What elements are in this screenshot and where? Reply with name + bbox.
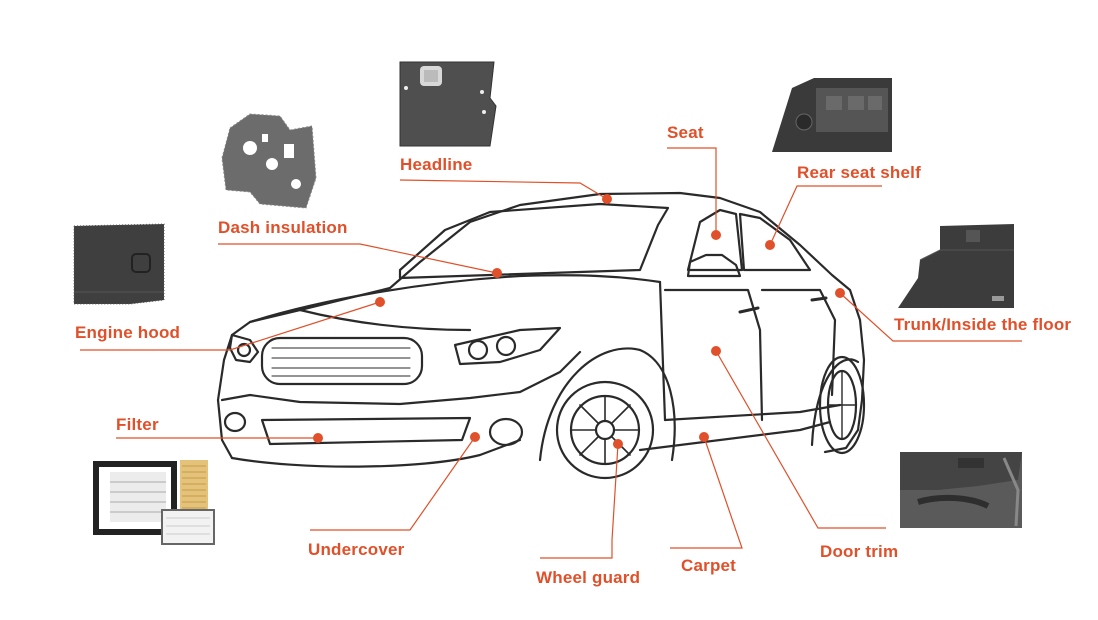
callout-line-dash-insulation	[218, 243, 498, 274]
label-trunk-floor: Trunk/Inside the floor	[894, 315, 1072, 334]
label-dash-insulation: Dash insulation	[218, 218, 348, 237]
lower-intake	[260, 416, 472, 446]
front-wheel	[555, 380, 655, 480]
callout-line-carpet	[670, 436, 743, 549]
label-wheel-guard: Wheel guard	[536, 568, 641, 587]
label-filter: Filter	[116, 415, 159, 434]
front-bumper	[220, 350, 582, 406]
front-side-window	[686, 208, 744, 272]
front-grille	[260, 336, 424, 386]
air-filter-part-image	[93, 460, 215, 545]
callout-line-door-trim	[715, 350, 886, 529]
dot-headline	[602, 194, 612, 204]
door-trim-part-image	[900, 452, 1022, 528]
headliner-part-image	[399, 61, 497, 147]
callout-line-seat	[667, 147, 717, 235]
callout-dots	[313, 194, 845, 449]
dot-trunk-floor	[835, 288, 845, 298]
front-wheel-arch	[538, 347, 676, 462]
side-mirror	[686, 253, 742, 278]
right-headlight	[453, 326, 562, 366]
callout-line-undercover	[310, 436, 476, 531]
left-headlight	[228, 333, 260, 364]
label-engine-hood: Engine hood	[75, 323, 181, 342]
label-carpet: Carpet	[681, 556, 737, 575]
dot-seat	[711, 230, 721, 240]
rear-seat-shelf-part-image	[772, 78, 892, 152]
callout-lines	[80, 147, 1022, 559]
dot-wheel-guard	[613, 439, 623, 449]
label-rear-seat-shelf: Rear seat shelf	[797, 163, 921, 182]
label-door-trim: Door trim	[820, 542, 899, 561]
callout-line-engine-hood	[80, 301, 381, 351]
callout-line-trunk-floor	[839, 292, 1022, 342]
callout-line-rear-seat-shelf	[769, 185, 882, 246]
rear-wheel	[818, 355, 866, 455]
rear-side-window	[738, 212, 812, 272]
dot-undercover	[470, 432, 480, 442]
dot-door-trim	[711, 346, 721, 356]
label-seat: Seat	[667, 123, 704, 142]
dot-engine-hood	[375, 297, 385, 307]
label-headline: Headline	[400, 155, 473, 174]
label-undercover: Undercover	[308, 540, 405, 559]
rear-door-line	[760, 288, 837, 397]
rear-wheel-arch	[810, 358, 860, 447]
windshield	[398, 202, 670, 280]
dot-rear-seat-shelf	[765, 240, 775, 250]
dot-filter	[313, 433, 323, 443]
trunk-floor-part-image	[898, 224, 1014, 308]
callout-line-headline	[399, 179, 608, 200]
dot-dash-insulation	[492, 268, 502, 278]
engine-hood-pad-part-image	[73, 223, 165, 305]
dot-carpet	[699, 432, 709, 442]
dash-insulation-part-image	[221, 113, 317, 209]
callout-line-wheel-guard	[540, 443, 619, 559]
